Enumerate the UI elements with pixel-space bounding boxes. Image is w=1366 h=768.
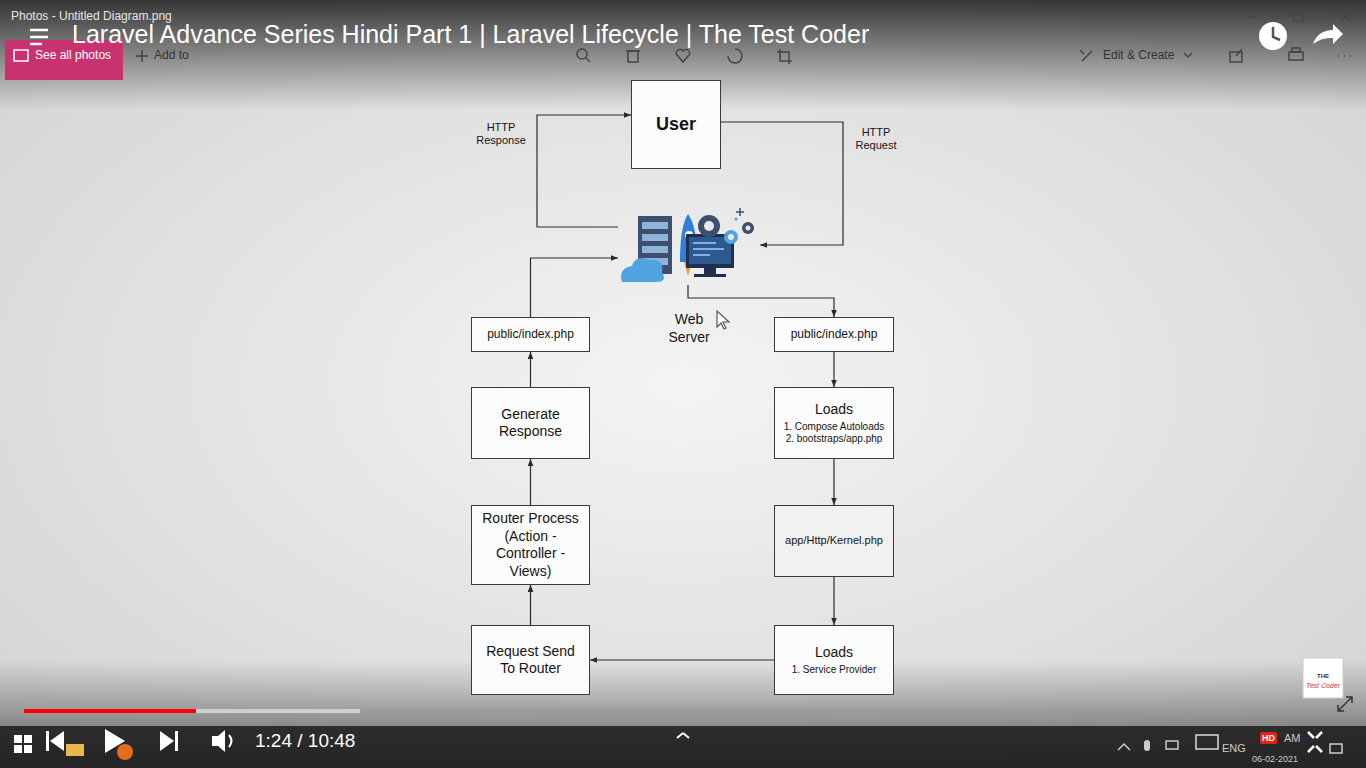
video-title: Laravel Advance Series Hindi Part 1 | La… xyxy=(72,20,869,49)
watermark-box xyxy=(1303,658,1343,698)
web-server-node: Web Server xyxy=(618,205,760,285)
flow-arrow xyxy=(590,659,774,660)
node-text: public/index.php xyxy=(487,327,574,342)
time-display: 1:24 / 10:48 xyxy=(255,730,355,752)
button-text: Edit & Create xyxy=(1103,49,1174,63)
control-bar xyxy=(0,726,1366,768)
user-box: User xyxy=(631,80,721,169)
file-box: app/Http/Kernel.php xyxy=(774,505,894,577)
node-detail: 1. Service Provider xyxy=(792,664,876,676)
node-text: Request Send To Router xyxy=(477,643,584,678)
player-controls xyxy=(14,697,1352,760)
flow-arrow xyxy=(530,459,531,505)
process-box: Loads 1. Compose Autoloads2. bootstraps/a… xyxy=(774,387,894,459)
node-text: Generate Response xyxy=(477,406,584,441)
photo-icon xyxy=(14,50,28,61)
flow-arrow xyxy=(531,258,619,317)
node-text: User xyxy=(656,113,696,136)
process-box: Router Process (Action - Controller - Vi… xyxy=(471,505,590,585)
flow-arrow xyxy=(537,115,631,227)
button-text: Add to xyxy=(154,49,189,63)
mouse-cursor xyxy=(717,311,729,329)
flow-arrow xyxy=(833,352,834,387)
clock-text: AM xyxy=(1284,732,1301,745)
process-box: Request Send To Router xyxy=(471,625,590,695)
flow-arrow xyxy=(721,122,843,245)
edge-label: HTTP Response xyxy=(474,121,528,147)
progress-track xyxy=(24,709,1342,713)
hd-badge: HD xyxy=(1260,732,1277,744)
flow-arrow xyxy=(530,352,531,387)
node-text: Router Process (Action - Controller - Vi… xyxy=(477,510,584,580)
watermark-text: THE xyxy=(1306,673,1340,680)
flow-arrow xyxy=(833,459,834,505)
node-text: app/Http/Kernel.php xyxy=(785,534,883,548)
node-text: Loads xyxy=(815,644,853,662)
progress-played xyxy=(24,709,196,713)
flow-arrow xyxy=(688,285,834,317)
node-text: public/index.php xyxy=(791,327,878,342)
bottom-shade xyxy=(0,660,1366,768)
progress-buffer xyxy=(24,709,360,713)
watermark-text: Test Coder xyxy=(1305,682,1341,690)
flow-arrow xyxy=(530,585,531,625)
node-text: Loads xyxy=(815,401,853,419)
file-box: public/index.php xyxy=(471,317,590,352)
node-text: Web Server xyxy=(657,311,721,346)
node-detail: 2. bootstraps/app.php xyxy=(786,433,883,445)
edge-label: HTTP Request xyxy=(853,126,899,152)
process-box: Loads 1. Service Provider xyxy=(774,625,894,695)
file-box: public/index.php xyxy=(774,317,894,352)
web-server-illustration xyxy=(621,208,754,282)
language-indicator: ENG xyxy=(1222,742,1246,755)
date-text: 06-02-2021 xyxy=(1252,754,1298,764)
node-detail: 1. Compose Autoloads xyxy=(784,421,885,433)
button-text: See all photos xyxy=(35,49,111,63)
process-box: Generate Response xyxy=(471,387,590,459)
flow-arrow xyxy=(833,577,834,625)
